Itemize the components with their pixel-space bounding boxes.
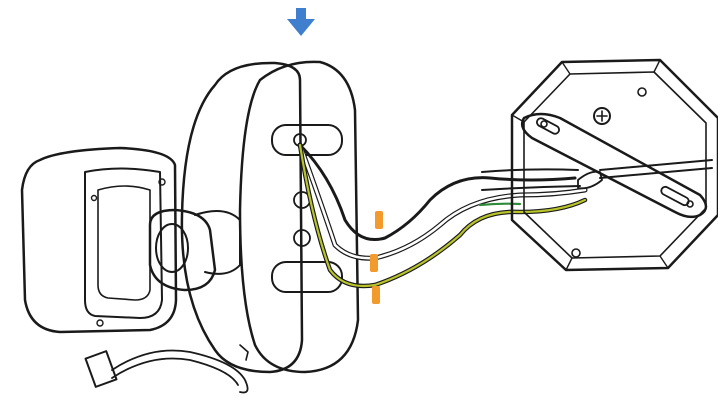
wire-connector-3	[372, 286, 380, 304]
box-knockout-top	[637, 87, 647, 97]
wire-connectors	[370, 211, 383, 304]
neutral-wire-outline	[297, 142, 588, 261]
pigtail-cable	[84, 344, 249, 394]
camera-screw-left	[90, 194, 98, 202]
pigtail-plug	[84, 350, 118, 388]
down-arrow-icon	[287, 8, 315, 36]
ground-wire-green	[478, 202, 522, 207]
camera-body	[20, 146, 178, 334]
bracket-slot-left	[536, 117, 560, 135]
arrow-head	[287, 19, 315, 36]
neutral-wire	[298, 143, 587, 260]
tool-shaft	[599, 159, 713, 171]
plate-slot-bottom	[271, 261, 343, 293]
junction-box	[510, 58, 718, 272]
wire-connector-1	[375, 211, 383, 229]
plate-hole-lower	[293, 229, 311, 247]
cable-jacket	[481, 168, 579, 173]
ground-wire	[298, 143, 587, 288]
camera-screw-bottom	[96, 319, 104, 327]
camera-screw-top	[158, 178, 166, 186]
swivel-joint	[148, 208, 241, 292]
bracket-slot-right	[660, 185, 690, 207]
wire-bundle	[297, 142, 588, 289]
wire-connector-2	[370, 254, 378, 272]
box-knockout-bottom	[571, 248, 581, 258]
arrow-shaft	[296, 8, 306, 20]
plate-slot-top	[271, 124, 343, 156]
hot-wire	[298, 143, 577, 241]
mounting-plate	[180, 60, 360, 374]
crossbar-bracket	[521, 112, 708, 219]
ground-screw-icon	[593, 107, 611, 125]
